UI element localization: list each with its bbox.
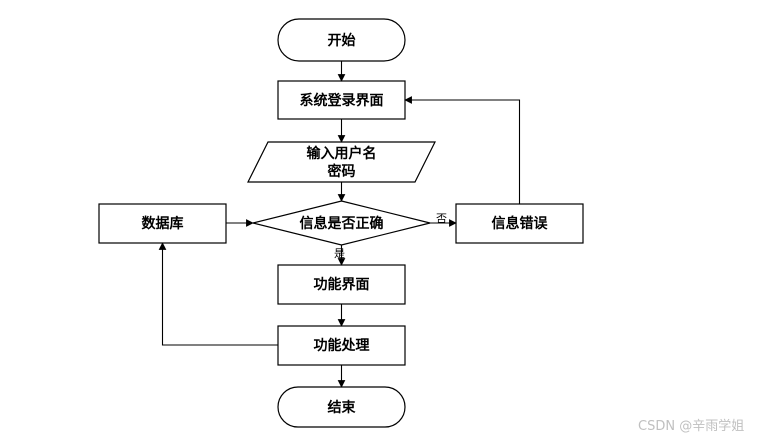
function-ui-label: 功能界面 [314, 276, 370, 293]
error-node: 信息错误 [455, 203, 584, 244]
edge-process-to-database [158, 242, 278, 346]
database-node: 数据库 [98, 203, 227, 244]
function-process-node: 功能处理 [277, 325, 406, 366]
end-node-label: 结束 [328, 399, 357, 416]
input-credentials-label-line1: 输入用户名 [307, 145, 377, 162]
login-screen-label: 系统登录界面 [300, 92, 384, 109]
start-node-label: 开始 [328, 32, 356, 49]
start-node: 开始 [277, 18, 406, 62]
edge-label-yes: 是 [334, 247, 345, 260]
input-credentials-label-line2: 密码 [327, 163, 356, 180]
watermark-text: CSDN @辛雨学姐 [638, 419, 745, 434]
database-label: 数据库 [142, 215, 184, 232]
input-credentials-node: 输入用户名 密码 [247, 141, 436, 183]
function-process-label: 功能处理 [314, 337, 370, 354]
login-screen-node: 系统登录界面 [277, 80, 406, 120]
end-node: 结束 [277, 386, 406, 428]
check-decision-node: 信息是否正确 [252, 200, 431, 246]
edge-label-no: 否 [436, 212, 447, 225]
check-decision-label: 信息是否正确 [300, 215, 384, 232]
edge-error-to-login [404, 96, 521, 204]
error-label: 信息错误 [492, 215, 549, 232]
function-ui-node: 功能界面 [277, 264, 406, 305]
